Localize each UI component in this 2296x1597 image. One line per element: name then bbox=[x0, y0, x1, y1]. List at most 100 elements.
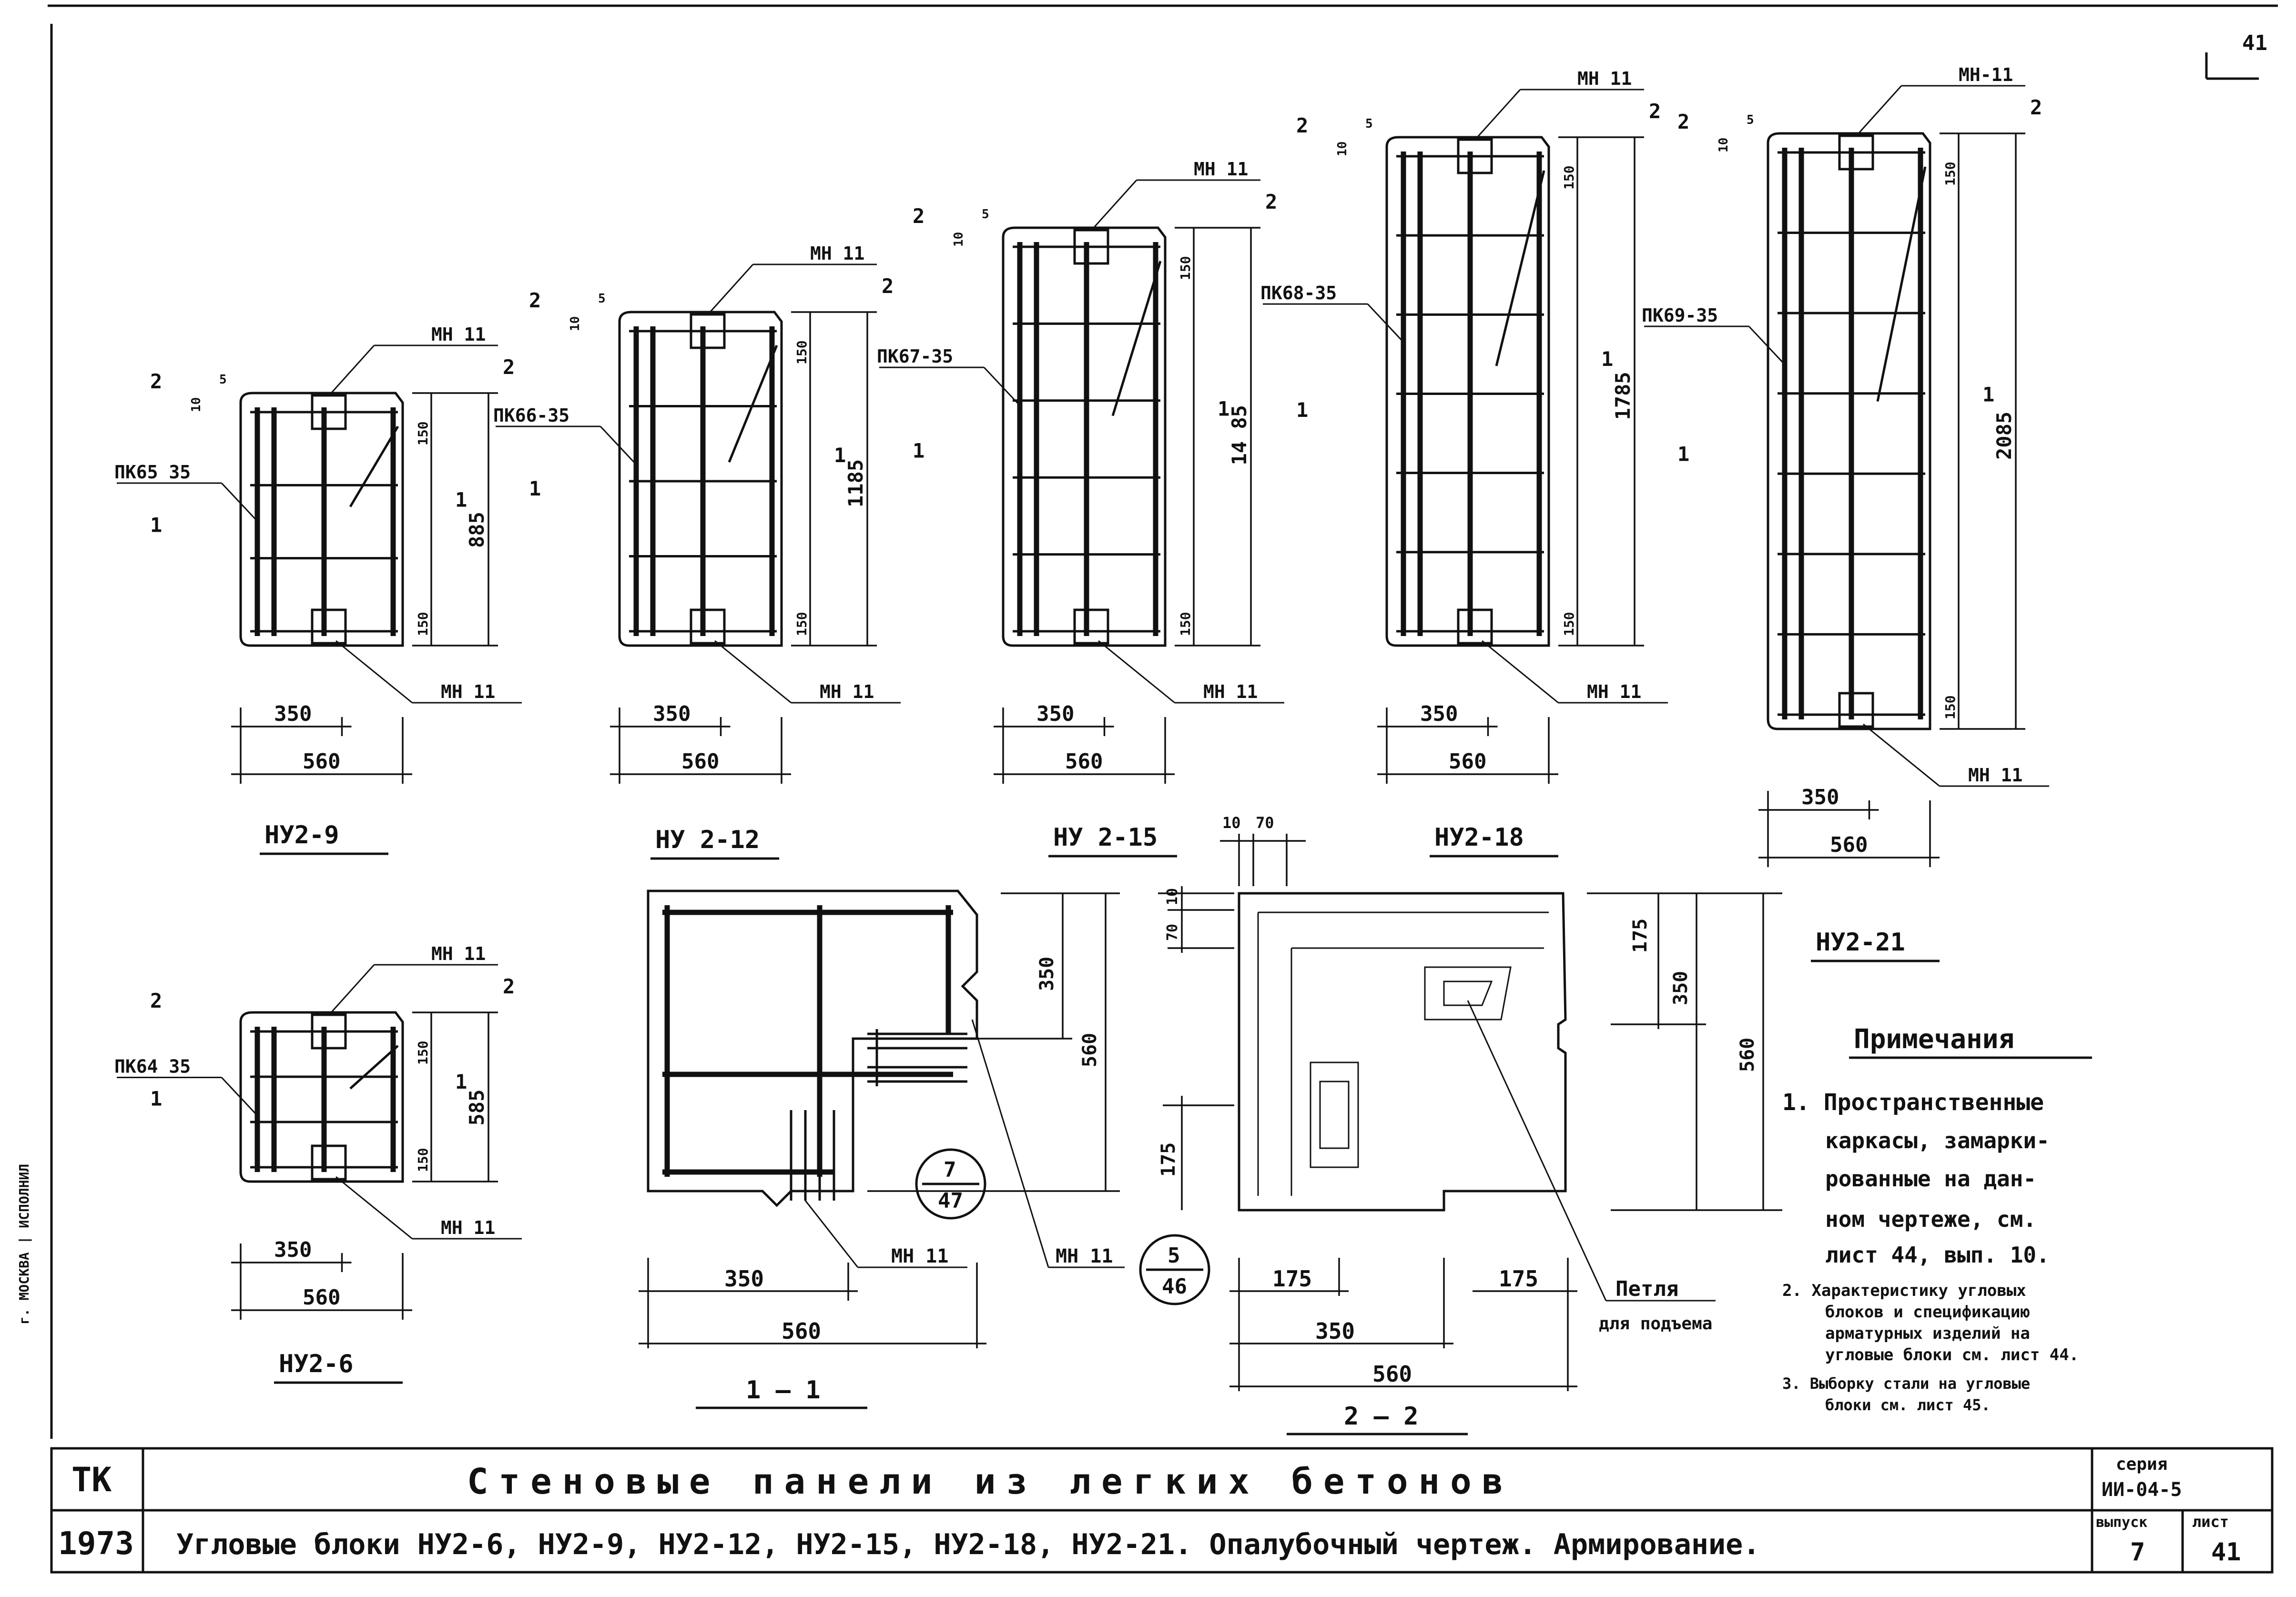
section-1-rebar bbox=[662, 905, 967, 1201]
rebar-diagonal bbox=[1876, 166, 1927, 402]
mesh-top-leader bbox=[1476, 89, 1521, 138]
frame-leader-2 bbox=[221, 482, 258, 522]
page-number: 41 bbox=[2242, 31, 2267, 55]
section-2-2: 10 70 10 70 175 175 350 560 175 175 350 … bbox=[1139, 814, 1782, 1435]
section-mark-2-right: 2 bbox=[2030, 96, 2042, 119]
s1-title: 1 — 1 bbox=[746, 1376, 821, 1405]
mesh-top-leader bbox=[330, 344, 375, 394]
element-title: НУ2-18 bbox=[1434, 823, 1524, 852]
offset-10: 10 bbox=[568, 316, 582, 331]
rebar-diagonal bbox=[728, 345, 778, 463]
mesh-bottom-leader bbox=[335, 1176, 413, 1240]
mesh-bottom-label: МН 11 bbox=[1968, 765, 2022, 786]
frame-label: ПК66-35 bbox=[493, 405, 569, 426]
mesh-bottom-label: МН 11 bbox=[441, 1217, 495, 1238]
s1-dim-560-w: 560 bbox=[782, 1318, 821, 1344]
tb-year: 1973 bbox=[58, 1525, 134, 1562]
offset-5: 5 bbox=[1365, 117, 1373, 131]
mesh-bottom-plate bbox=[1073, 608, 1109, 645]
frame-label: ПК67-35 bbox=[877, 346, 953, 367]
mesh-bottom-leader bbox=[1098, 640, 1175, 704]
s2-dim-175-a: 175 bbox=[1272, 1266, 1312, 1292]
height-dim: 2085 bbox=[1992, 412, 2016, 460]
mesh-top-label: МН 11 bbox=[1194, 159, 1248, 180]
block-outline bbox=[239, 392, 404, 647]
mesh-bottom-leader bbox=[335, 640, 413, 704]
section-mark-1-right: 1 bbox=[1218, 397, 1229, 421]
block-outline bbox=[239, 1011, 404, 1183]
offset-5: 5 bbox=[219, 373, 227, 387]
loop-pocket-2 bbox=[1310, 1061, 1359, 1168]
s2-title: 2 — 2 bbox=[1344, 1402, 1419, 1431]
dim-width-350: 350 bbox=[653, 702, 691, 726]
dim-width-560: 560 bbox=[1065, 749, 1103, 774]
frame-label: ПК69-35 bbox=[1642, 305, 1718, 326]
s1-dim-560-h: 560 bbox=[1079, 1033, 1101, 1067]
note-line: лист 44, вып. 10. bbox=[1825, 1242, 2050, 1268]
rebar-diagonal bbox=[349, 425, 399, 507]
tb-series-label: серия bbox=[2116, 1455, 2167, 1474]
height-dim: 885 bbox=[465, 512, 488, 548]
section-mark-2-right: 2 bbox=[1265, 190, 1277, 213]
tb-sheet-label: лист bbox=[2192, 1513, 2229, 1531]
section-mark-2-left: 2 bbox=[150, 370, 162, 393]
offset-5: 5 bbox=[1747, 113, 1754, 127]
mesh-top-label: МН 11 bbox=[810, 243, 864, 264]
offset-5: 5 bbox=[598, 292, 606, 306]
dim-width-350: 350 bbox=[1420, 702, 1458, 726]
frame-leader-2 bbox=[1367, 303, 1404, 343]
dim-bottom-150: 150 bbox=[415, 612, 431, 636]
mesh-bottom-plate bbox=[311, 608, 347, 645]
section-mark-1-right: 1 bbox=[1982, 383, 1994, 406]
section-mark-2-left: 2 bbox=[529, 289, 541, 312]
mesh-bottom-leader bbox=[1482, 640, 1559, 704]
loop-label-1: Петля bbox=[1615, 1277, 1678, 1301]
side-note: г. МОСКВА | ИСПОЛНИЛ bbox=[16, 1164, 32, 1324]
s2-dim-175-left: 175 bbox=[1158, 1142, 1179, 1177]
tb-issue-value: 7 bbox=[2130, 1538, 2145, 1567]
tb-sheet-value: 41 bbox=[2211, 1538, 2241, 1567]
mesh-top-plate bbox=[1073, 229, 1109, 265]
s1-dim-350-h: 350 bbox=[1036, 957, 1058, 991]
s2-ref-top: 5 bbox=[1168, 1243, 1180, 1268]
mesh-top-leader bbox=[709, 263, 754, 313]
element-title: НУ2-6 bbox=[279, 1350, 354, 1378]
mesh-top-label: МН-11 bbox=[1959, 64, 2013, 85]
offset-5: 5 bbox=[982, 207, 989, 222]
dim-width-350: 350 bbox=[1801, 785, 1839, 809]
note-line: 2. Характеристику угловых bbox=[1782, 1281, 2026, 1300]
mesh-bottom-leader bbox=[714, 640, 792, 704]
element-title: НУ2-9 bbox=[264, 821, 339, 849]
offset-10: 10 bbox=[1335, 142, 1350, 156]
note-line: блоков и спецификацию bbox=[1825, 1303, 2030, 1322]
height-dim: 1185 bbox=[844, 459, 867, 507]
rebar-diagonal bbox=[1111, 261, 1162, 416]
s1-ref-circle bbox=[915, 1148, 986, 1220]
section-1-1: 350 560 350 560 МН 11 МН 11 7 47 1 — 1 bbox=[639, 889, 1125, 1409]
rebar-diagonal bbox=[349, 1045, 399, 1090]
section-mark-1-left: 1 bbox=[913, 439, 924, 462]
dim-width-560: 560 bbox=[681, 749, 719, 774]
tb-title: Стеновые панели из легких бетонов bbox=[467, 1461, 1514, 1502]
section-mark-2-right: 2 bbox=[1649, 100, 1661, 123]
height-dim: 1785 bbox=[1611, 372, 1635, 420]
section-mark-1-left: 1 bbox=[150, 1087, 162, 1110]
dim-top-150: 150 bbox=[794, 340, 810, 364]
section-2-inner bbox=[1257, 911, 1549, 1196]
note-line: ном чертеже, см. bbox=[1825, 1206, 2036, 1232]
title-block: ТК 1973 Стеновые панели из легких бетоно… bbox=[50, 1447, 2274, 1574]
dim-bottom-150: 150 bbox=[1561, 612, 1577, 636]
s2-dim-350-v: 350 bbox=[1670, 971, 1692, 1005]
s1-ref-top: 7 bbox=[944, 1158, 956, 1182]
mesh-top-plate bbox=[311, 394, 347, 430]
mesh-bottom-leader bbox=[1863, 723, 1940, 787]
s2-dim-175-top: 175 bbox=[1629, 919, 1651, 953]
element-title: НУ 2-12 bbox=[655, 826, 760, 854]
s1-mesh-b: МН 11 bbox=[1056, 1245, 1113, 1267]
